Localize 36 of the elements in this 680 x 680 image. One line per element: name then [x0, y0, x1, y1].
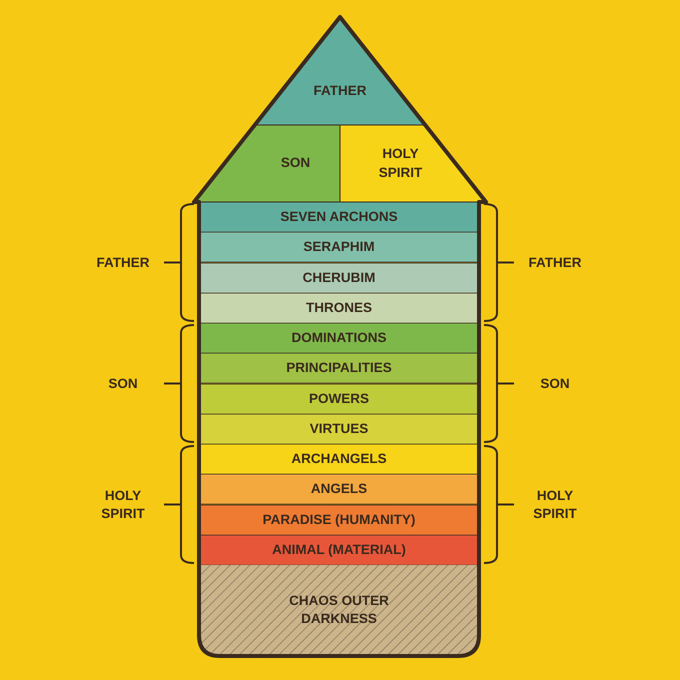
layer-name: ANGELS	[310, 480, 368, 498]
group-label: HOLY SPIRIT	[100, 486, 146, 522]
section-label: FATHER	[314, 82, 366, 100]
layer-name: DOMINATIONS	[292, 329, 386, 348]
layer-band	[200, 504, 478, 535]
layer-name: CHAOS OUTER DARKNESS	[288, 592, 390, 628]
layer-name: PARADISE (HUMANITY)	[262, 510, 416, 529]
section-label: SON	[280, 154, 310, 172]
section-label: HOLY SPIRIT	[378, 145, 424, 182]
layer-band	[200, 202, 478, 232]
group-label: HOLY SPIRIT	[532, 486, 578, 522]
layer-name: THRONES	[306, 298, 372, 317]
hatched-base	[200, 565, 478, 655]
layer-name: VIRTUES	[310, 420, 368, 438]
layer-band	[200, 384, 478, 414]
layer-band	[200, 414, 478, 444]
layer-band	[200, 444, 478, 474]
group-label: SON	[539, 374, 571, 392]
layer-band	[200, 292, 478, 323]
layer-band	[200, 353, 478, 384]
group-label: FATHER	[528, 253, 582, 272]
layer-band	[200, 323, 478, 354]
group-label: FATHER	[96, 253, 150, 272]
layer-name: PRINCIPALITIES	[286, 359, 392, 378]
layer-band	[200, 262, 478, 293]
layer-band	[200, 534, 478, 565]
layer-name: POWERS	[308, 390, 369, 408]
layer-name: CHERUBIM	[302, 268, 376, 287]
layer-name: SERAPHIM	[303, 238, 375, 256]
layer-name: ANIMAL (MATERIAL)	[272, 540, 406, 559]
layer-band	[200, 232, 478, 262]
layer-band	[200, 474, 478, 504]
layer-name: ARCHANGELS	[291, 450, 387, 468]
group-label: SON	[107, 374, 139, 392]
layer-name: SEVEN ARCHONS	[280, 208, 398, 226]
roof-section	[256, 18, 424, 125]
